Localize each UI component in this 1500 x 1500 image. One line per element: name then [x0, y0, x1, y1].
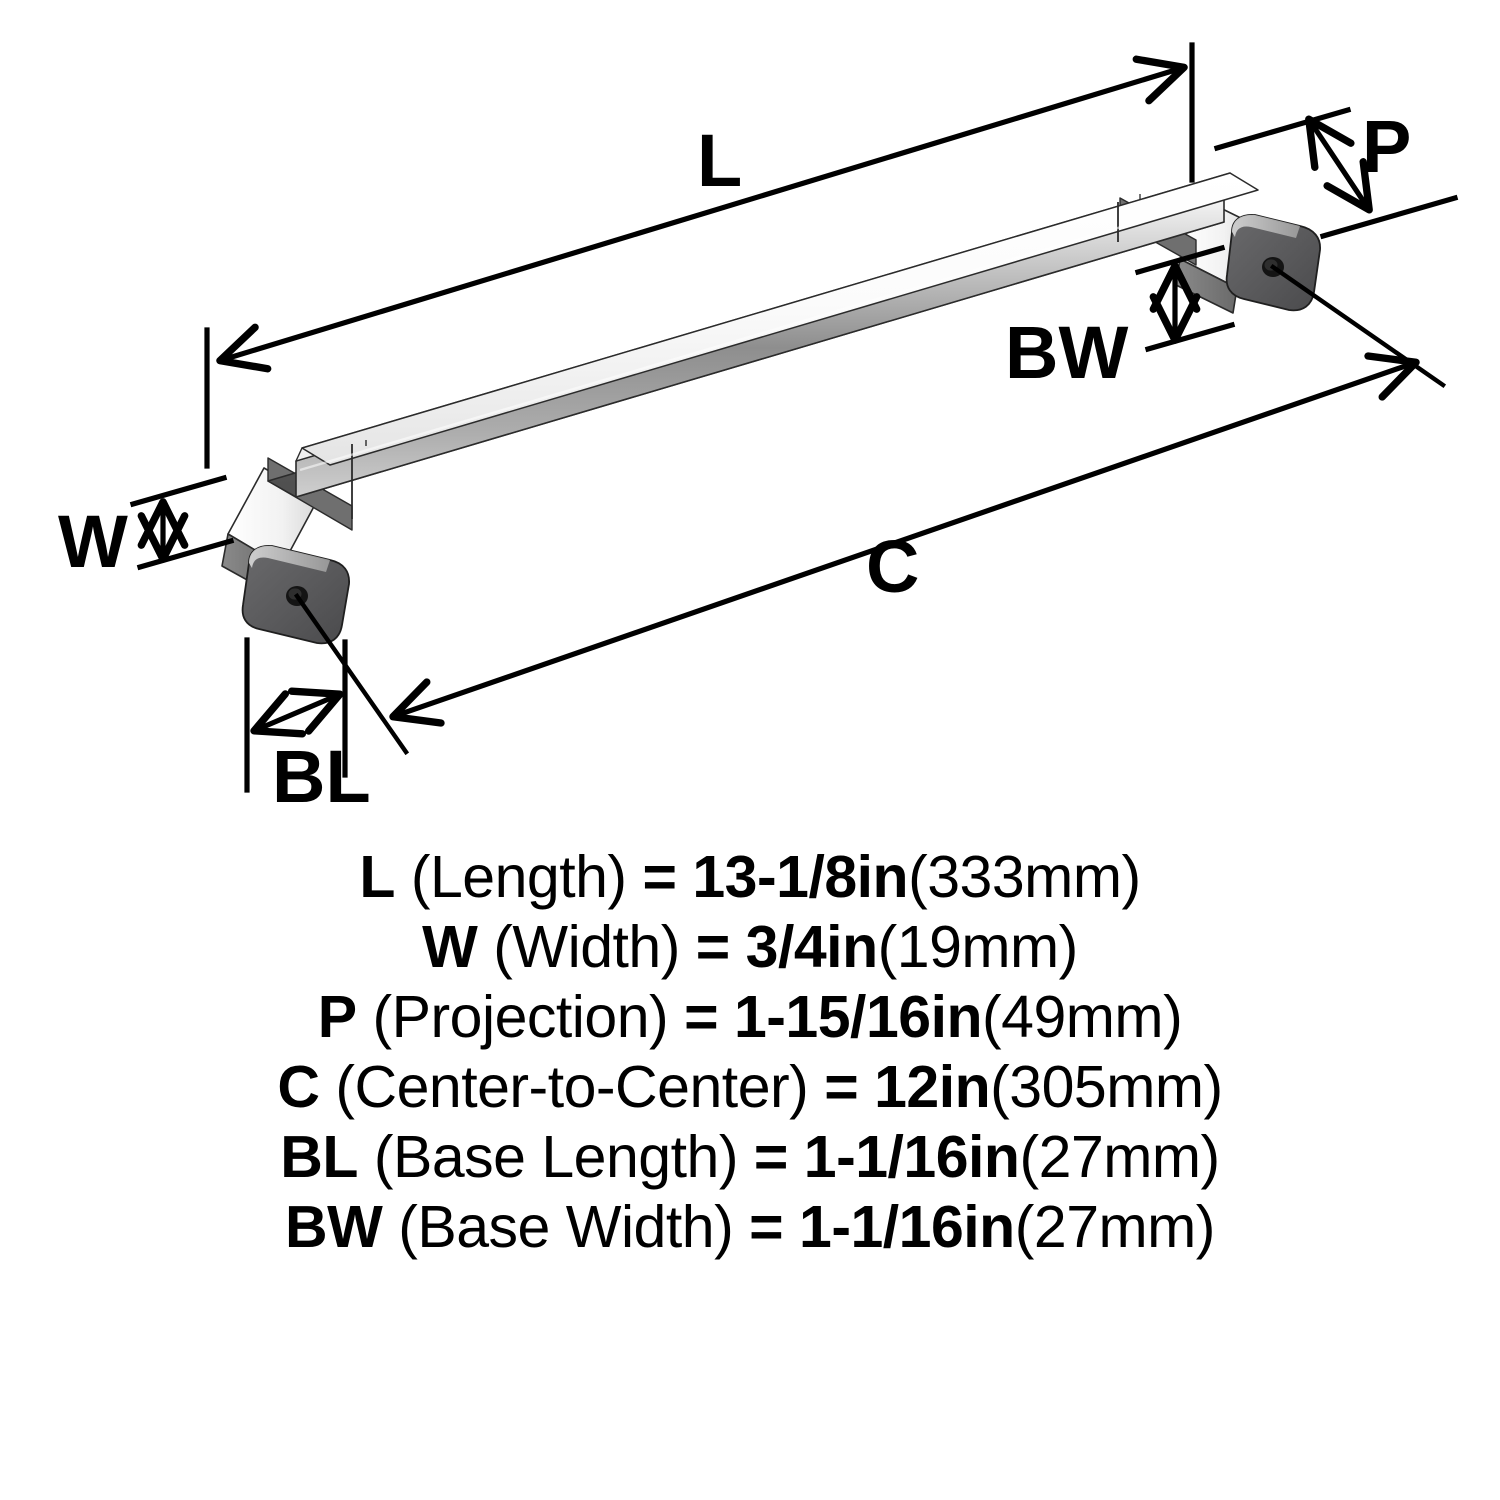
legend-value-mm: (333mm)	[908, 844, 1141, 910]
C-leader-left	[293, 592, 410, 756]
dimension-label-L: L	[697, 119, 743, 202]
dimension-W	[129, 474, 235, 571]
drawing-background	[0, 0, 1500, 840]
BL-dimension-line	[250, 687, 344, 738]
legend-value-in: 12in	[874, 1054, 991, 1120]
legend-row: BW (Base Width) = 1-1/16in(27mm)	[285, 1195, 1215, 1265]
legend-value-mm: (27mm)	[1014, 1194, 1216, 1260]
legend-value-mm: (305mm)	[990, 1054, 1223, 1120]
legend-code: P	[317, 984, 357, 1050]
legend-code: C	[277, 1054, 320, 1120]
dimension-label-P: P	[1362, 105, 1412, 188]
legend-row: L (Length) = 13-1/8in(333mm)	[359, 844, 1141, 915]
legend-equals: =	[753, 1124, 788, 1190]
legend-code: BW	[285, 1194, 383, 1260]
dimension-C	[293, 263, 1447, 756]
legend-equals: =	[749, 1194, 784, 1260]
legend-equals: =	[824, 1054, 859, 1120]
legend-value-mm: (49mm)	[982, 984, 1183, 1050]
legend-code: BL	[280, 1124, 358, 1190]
dimension-BL	[244, 637, 348, 793]
legend-code: W	[422, 914, 478, 980]
right-base-bevel	[1232, 214, 1300, 238]
dimension-label-C: C	[866, 525, 920, 608]
legend-desc: (Center-to-Center)	[335, 1054, 809, 1120]
legend-value-in: 1-15/16in	[733, 984, 983, 1050]
legend-value-mm: (27mm)	[1019, 1124, 1220, 1190]
legend-value-mm: (19mm)	[877, 914, 1079, 980]
P-dimension-line	[1305, 115, 1373, 214]
dimension-label-BL: BL	[272, 735, 371, 818]
L-dimension-line	[216, 55, 1188, 373]
legend-desc: (Projection)	[372, 984, 669, 1050]
legend-equals: =	[695, 914, 730, 980]
legend-equals: =	[642, 844, 677, 910]
legend-row: C (Center-to-Center) = 12in(305mm)	[277, 1054, 1223, 1125]
dimension-label-BW: BW	[1005, 311, 1129, 394]
left-base-bevel	[249, 545, 330, 572]
legend-row: P (Projection) = 1-15/16in(49mm)	[317, 984, 1183, 1055]
legend-value-in: 1-1/16in	[803, 1124, 1020, 1190]
dimension-P	[1213, 106, 1459, 240]
legend-value-in: 13-1/8in	[692, 844, 909, 910]
product-dimension-drawing	[0, 0, 1500, 840]
legend-desc: (Width)	[493, 914, 680, 980]
legend-equals: =	[684, 984, 719, 1050]
legend-value-in: 3/4in	[745, 914, 878, 980]
legend-value-in: 1-1/16in	[799, 1194, 1015, 1260]
legend-desc: (Base Length)	[373, 1124, 739, 1190]
dimension-legend: L (Length) = 13-1/8in(333mm)W (Width) = …	[0, 845, 1500, 1265]
dimension-BW	[1134, 244, 1236, 353]
legend-code: L	[359, 844, 395, 910]
legend-desc: (Length)	[410, 844, 627, 910]
P-extension-lower	[1319, 194, 1459, 240]
dimension-label-W: W	[58, 500, 128, 583]
legend-row: BL (Base Length) = 1-1/16in(27mm)	[280, 1124, 1220, 1195]
legend-desc: (Base Width)	[398, 1194, 734, 1260]
dimension-L	[204, 42, 1195, 469]
legend-row: W (Width) = 3/4in(19mm)	[422, 915, 1078, 985]
C-dimension-line	[389, 352, 1420, 727]
